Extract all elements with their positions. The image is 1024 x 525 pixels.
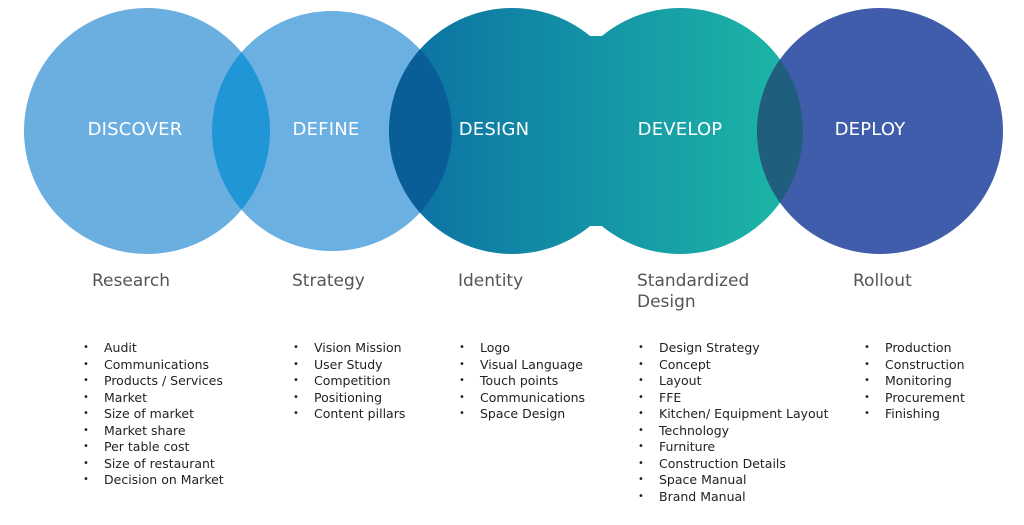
list-item: Monitoring xyxy=(864,373,965,390)
subtitle-identity: Identity xyxy=(458,271,524,291)
phase-title-deploy: DEPLOY xyxy=(834,119,906,140)
develop-list: Design StrategyConceptLayoutFFEKitchen/ … xyxy=(638,340,828,505)
list-item: Positioning xyxy=(293,390,405,407)
discover-circle xyxy=(24,8,270,254)
phase-title-develop: DEVELOP xyxy=(637,119,723,140)
list-item: Logo xyxy=(459,340,585,357)
list-item: Products / Services xyxy=(83,373,224,390)
list-item: Furniture xyxy=(638,439,828,456)
list-item: Construction Details xyxy=(638,456,828,473)
list-item: Space Design xyxy=(459,406,585,423)
define-list: Vision MissionUser StudyCompetitionPosit… xyxy=(293,340,405,423)
subtitle-research: Research xyxy=(92,271,170,291)
list-item: Competition xyxy=(293,373,405,390)
list-item: Touch points xyxy=(459,373,585,390)
list-item: Construction xyxy=(864,357,965,374)
list-item: User Study xyxy=(293,357,405,374)
subtitle-standardized-design: Standardized Design xyxy=(637,271,750,312)
list-item: Size of market xyxy=(83,406,224,423)
deploy-circle xyxy=(757,8,1003,254)
list-item: Finishing xyxy=(864,406,965,423)
discover-list: AuditCommunicationsProducts / ServicesMa… xyxy=(83,340,224,489)
list-item: Per table cost xyxy=(83,439,224,456)
list-item: Layout xyxy=(638,373,828,390)
phase-title-discover: DISCOVER xyxy=(87,119,183,140)
list-item: Size of restaurant xyxy=(83,456,224,473)
list-item: Market xyxy=(83,390,224,407)
list-item: Production xyxy=(864,340,965,357)
phase-title-design: DESIGN xyxy=(458,119,530,140)
list-item: Communications xyxy=(459,390,585,407)
list-item: Technology xyxy=(638,423,828,440)
phase-title-define: DEFINE xyxy=(292,119,360,140)
list-item: Kitchen/ Equipment Layout xyxy=(638,406,828,423)
subtitle-strategy: Strategy xyxy=(292,271,365,291)
define-circle xyxy=(212,11,452,251)
list-item: Vision Mission xyxy=(293,340,405,357)
design-develop-blob xyxy=(389,8,803,254)
list-item: Concept xyxy=(638,357,828,374)
list-item: Decision on Market xyxy=(83,472,224,489)
list-item: Design Strategy xyxy=(638,340,828,357)
subtitle-rollout: Rollout xyxy=(853,271,912,291)
list-item: Space Manual xyxy=(638,472,828,489)
list-item: Procurement xyxy=(864,390,965,407)
list-item: Audit xyxy=(83,340,224,357)
list-item: Brand Manual xyxy=(638,489,828,506)
list-item: Content pillars xyxy=(293,406,405,423)
list-item: Visual Language xyxy=(459,357,585,374)
list-item: FFE xyxy=(638,390,828,407)
deploy-list: ProductionConstructionMonitoringProcurem… xyxy=(864,340,965,423)
list-item: Market share xyxy=(83,423,224,440)
list-item: Communications xyxy=(83,357,224,374)
design-list: LogoVisual LanguageTouch pointsCommunica… xyxy=(459,340,585,423)
